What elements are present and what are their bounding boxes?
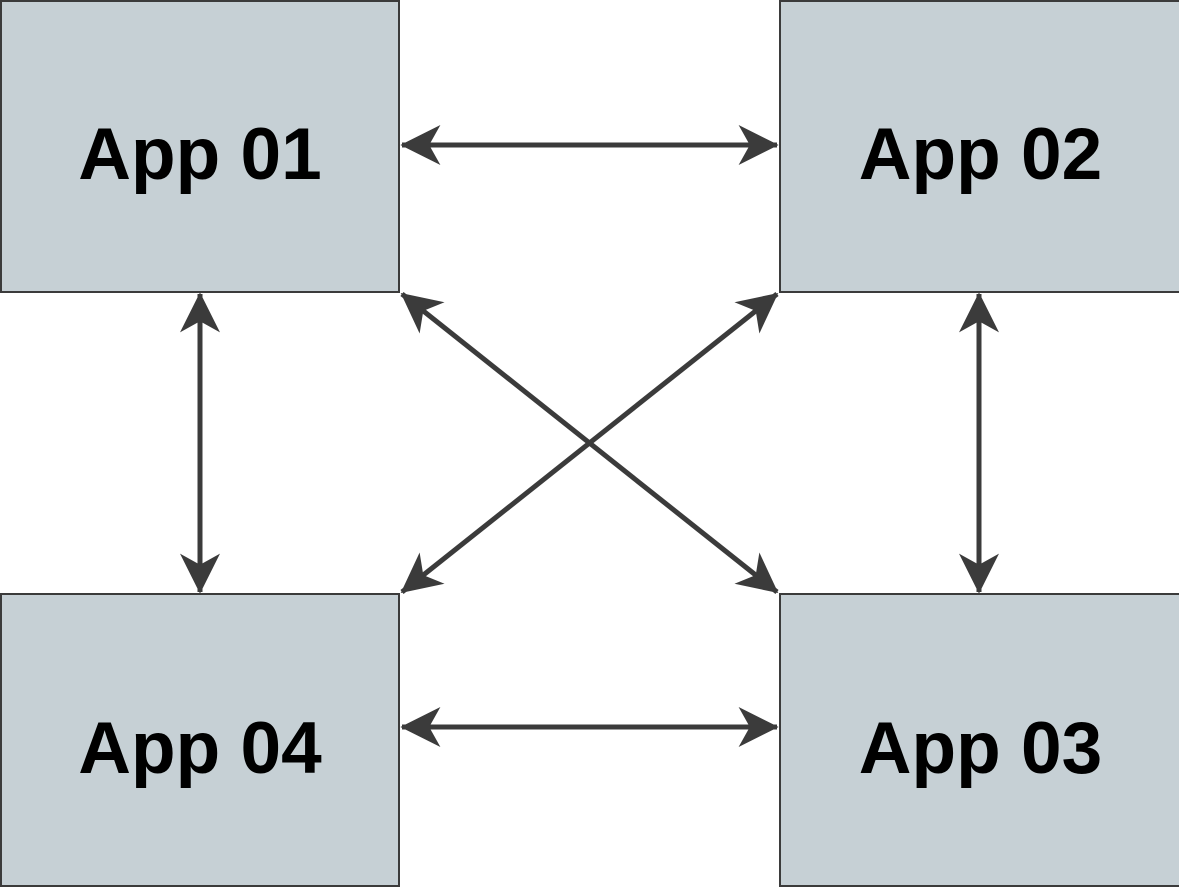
- node-app03-label: App 03: [858, 707, 1103, 789]
- node-app01: App 01: [0, 0, 400, 293]
- node-app04-label: App 04: [78, 707, 322, 789]
- node-app01-label: App 01: [78, 114, 322, 195]
- edge-app01-app03: [400, 292, 779, 594]
- edge-app02-app04: [400, 292, 779, 594]
- node-app03: App 03: [779, 593, 1179, 887]
- node-app02: App 02: [779, 0, 1179, 293]
- node-app04: App 04: [0, 593, 400, 887]
- node-app02-label: App 02: [858, 114, 1103, 195]
